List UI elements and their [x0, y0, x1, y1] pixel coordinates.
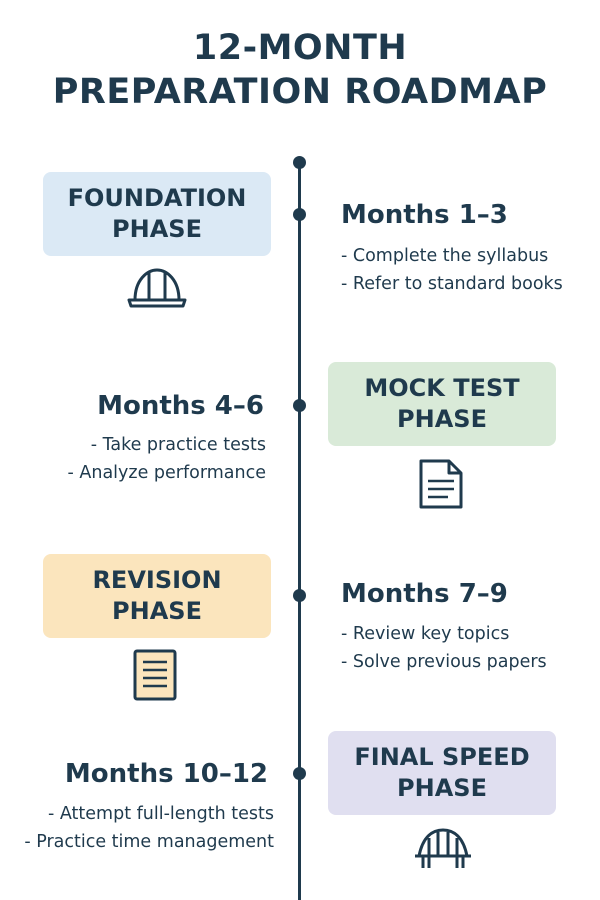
- task-item: - Take practice tests: [90, 435, 266, 455]
- task-item: - Analyze performance: [67, 463, 266, 483]
- foundation-tasks: - Complete the syllabus - Refer to stand…: [341, 242, 563, 298]
- months-10-12-label: Months 10–12: [64, 759, 268, 789]
- mock-test-phase-box: MOCK TEST PHASE: [328, 362, 556, 446]
- task-item: - Practice time management: [24, 832, 274, 852]
- task-item: - Review key topics: [341, 624, 510, 644]
- phase-name-line-2: PHASE: [397, 774, 487, 802]
- bridge-icon: [413, 826, 473, 870]
- revision-tasks: - Review key topics - Solve previous pap…: [341, 620, 547, 676]
- timeline-dot-phase-1: [293, 208, 306, 221]
- task-item: - Solve previous papers: [341, 652, 547, 672]
- timeline-start-dot: [293, 156, 306, 169]
- notes-icon: [132, 648, 178, 702]
- final-speed-tasks: - Attempt full-length tests - Practice t…: [24, 800, 274, 856]
- months-1-3-label: Months 1–3: [341, 200, 508, 230]
- timeline-dot-phase-4: [293, 767, 306, 780]
- title-line-2: PREPARATION ROADMAP: [52, 72, 548, 112]
- page-title: 12-MONTH PREPARATION ROADMAP: [0, 26, 600, 114]
- timeline-dot-phase-3: [293, 589, 306, 602]
- timeline-dot-phase-2: [293, 399, 306, 412]
- phase-name-line-1: MOCK TEST: [364, 374, 520, 402]
- revision-phase-box: REVISION PHASE: [43, 554, 271, 638]
- phase-name-line-1: REVISION: [92, 566, 222, 594]
- foundation-phase-box: FOUNDATION PHASE: [43, 172, 271, 256]
- phase-name-line-1: FOUNDATION: [67, 184, 247, 212]
- phase-name-line-2: PHASE: [112, 597, 202, 625]
- task-item: - Refer to standard books: [341, 274, 563, 294]
- months-7-9-label: Months 7–9: [341, 579, 508, 609]
- timeline-line: [298, 162, 301, 900]
- task-item: - Complete the syllabus: [341, 246, 549, 266]
- final-speed-phase-box: FINAL SPEED PHASE: [328, 731, 556, 815]
- hard-hat-icon: [127, 266, 187, 308]
- phase-name-line-1: FINAL SPEED: [354, 743, 530, 771]
- title-line-1: 12-MONTH: [192, 28, 408, 68]
- phase-name-line-2: PHASE: [397, 405, 487, 433]
- task-item: - Attempt full-length tests: [48, 804, 274, 824]
- document-icon: [418, 458, 464, 510]
- mock-test-tasks: - Take practice tests - Analyze performa…: [68, 431, 266, 487]
- months-4-6-label: Months 4–6: [97, 391, 264, 421]
- phase-name-line-2: PHASE: [112, 215, 202, 243]
